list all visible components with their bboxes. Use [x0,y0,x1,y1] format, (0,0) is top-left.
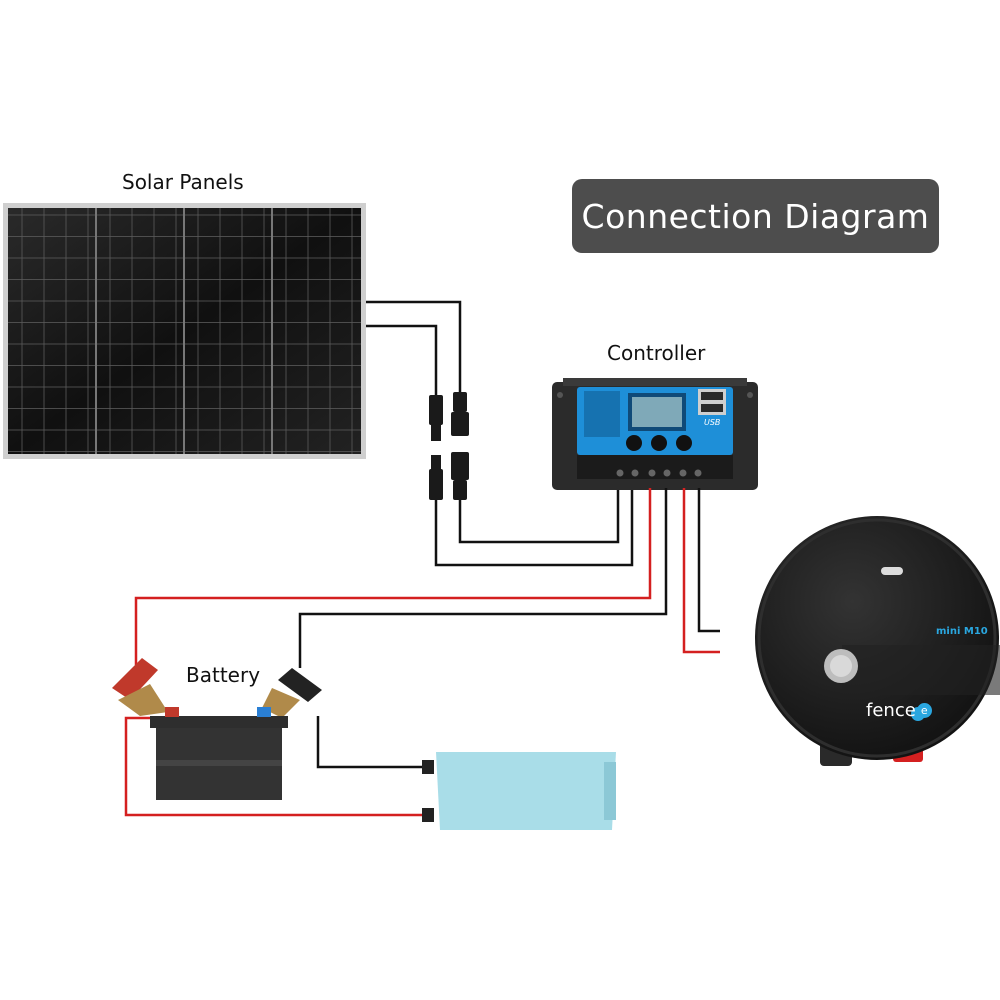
battery-clamps [112,658,322,718]
mc4-connectors [429,392,469,500]
usb-label: USB [704,418,721,427]
diagram-title: Connection Diagram [581,196,930,236]
battery-wires [134,488,668,668]
solar-panel [3,203,366,459]
device-model-label: mini M10 [936,626,988,637]
device-brand-text: fence [866,700,916,721]
battery-label: Battery [186,663,261,687]
device-wires [682,488,720,654]
charge-controller [552,378,758,490]
battery [150,707,288,800]
inverter-wires [124,716,427,817]
solar-panels-label: Solar Panels [122,170,244,194]
device-brand-mark: e [916,703,932,718]
inverter [422,752,616,830]
solar-wires [366,300,634,567]
controller-label: Controller [607,341,706,365]
fence-energizer [755,516,1000,766]
title-badge: Connection Diagram [572,179,939,253]
device-brand-logo: fence e [866,700,932,721]
